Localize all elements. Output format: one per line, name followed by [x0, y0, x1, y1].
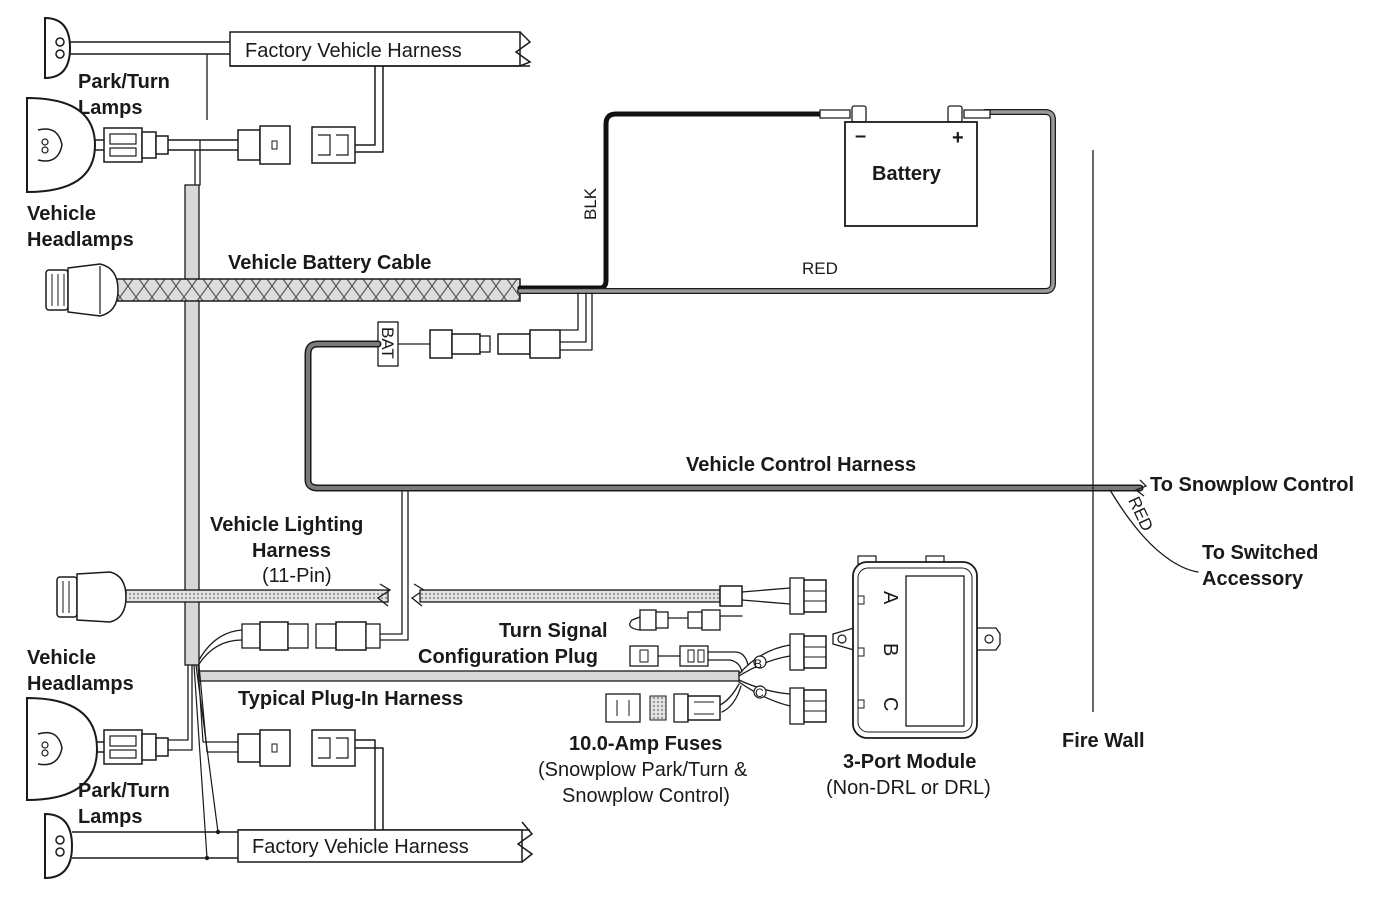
- factory-connector-bottom: [311, 729, 356, 767]
- factory-harness-bottom-label: Factory Vehicle Harness: [252, 836, 469, 858]
- vehicle-lighting-harness-11pin: [56, 571, 743, 623]
- plug-in-connectors-mid: [198, 621, 381, 665]
- red-top-label: RED: [802, 259, 838, 278]
- junction-b-label: B: [754, 657, 762, 671]
- lighting-harness-label: Vehicle Lighting: [210, 514, 363, 536]
- junction-c-label: C: [755, 686, 764, 700]
- turn-signal-label-2: Configuration Plug: [418, 646, 598, 668]
- headlamps-top-label-2: Headlamps: [27, 229, 134, 251]
- module-junction: B C: [719, 644, 791, 713]
- headlamp-top: [26, 96, 104, 194]
- park-turn-bottom-label-2: Lamps: [78, 806, 142, 828]
- to-switched-label: To Switched: [1202, 542, 1318, 564]
- fuses-label: 10.0-Amp Fuses: [569, 733, 722, 755]
- headlamps-bottom-label: Vehicle: [27, 647, 96, 669]
- port-b-connector: [789, 633, 827, 671]
- factory-harness-top-label: Factory Vehicle Harness: [245, 40, 462, 62]
- vehicle-battery-cable: Vehicle Battery Cable: [45, 252, 521, 317]
- headlamps-bottom-label-2: Headlamps: [27, 673, 134, 695]
- port-b-label: B: [879, 643, 901, 656]
- battery-neg-sign: –: [855, 125, 866, 147]
- plugin-harness-label: Typical Plug-In Harness: [238, 688, 463, 710]
- park-turn-top-label: Park/Turn: [78, 71, 170, 93]
- fire-wall-label: Fire Wall: [1062, 730, 1145, 752]
- battery-terminals: [819, 105, 991, 123]
- bat-connector: BAT: [377, 321, 561, 367]
- lighting-harness-label-2: Harness: [252, 540, 331, 562]
- port-a-connector: [789, 577, 827, 615]
- blk-battery-wire: [517, 111, 823, 291]
- fuses-label-2: (Snowplow Park/Turn &: [538, 759, 748, 781]
- park-turn-bottom-label: Park/Turn: [78, 780, 170, 802]
- bottom-fanout-wires: [167, 664, 239, 861]
- turn-signal-label: Turn Signal: [499, 620, 608, 642]
- lighting-harness-label-3: (11-Pin): [262, 565, 332, 587]
- to-switched-label-2: Accessory: [1202, 568, 1304, 590]
- battery-cable-label: Vehicle Battery Cable: [228, 252, 431, 274]
- blk-label: BLK: [581, 187, 600, 220]
- control-harness-label: Vehicle Control Harness: [686, 454, 916, 476]
- park-turn-top-label-2: Lamps: [78, 97, 142, 119]
- factory-harness-top: Factory Vehicle Harness: [229, 31, 532, 67]
- fuse-holder: [605, 693, 721, 723]
- battery-pos-sign: +: [952, 127, 964, 149]
- fuses-label-3: Snowplow Control): [562, 785, 730, 807]
- battery: – + Battery: [844, 121, 978, 227]
- module-label: 3-Port Module: [843, 751, 976, 773]
- red-side-label: RED: [1124, 494, 1156, 535]
- bat-label: BAT: [378, 327, 397, 359]
- battery-label: Battery: [872, 163, 942, 185]
- plug-connector-top: [237, 125, 291, 165]
- factory-harness-bottom: Factory Vehicle Harness: [237, 821, 534, 863]
- headlamps-top-label: Vehicle: [27, 203, 96, 225]
- turn-signal-plug: [629, 609, 749, 673]
- to-snowplow-control-label: To Snowplow Control: [1150, 474, 1354, 496]
- port-c-label: C: [879, 697, 901, 711]
- factory-connector-top: [311, 126, 356, 164]
- port-a-label: A: [879, 591, 901, 605]
- headlamp-bottom: [26, 696, 104, 802]
- typical-plug-in-harness: [198, 670, 740, 682]
- headlamp-connector-top: [103, 127, 169, 163]
- park-turn-lamp-top: [44, 16, 230, 80]
- park-turn-lamp-bottom: [44, 812, 238, 880]
- headlamp-connector-bottom: [103, 729, 169, 765]
- module-label-2: (Non-DRL or DRL): [826, 777, 991, 799]
- port-c-connector: [789, 687, 827, 725]
- three-port-module: A B C: [832, 555, 1001, 739]
- plug-connector-bottom: [237, 729, 291, 767]
